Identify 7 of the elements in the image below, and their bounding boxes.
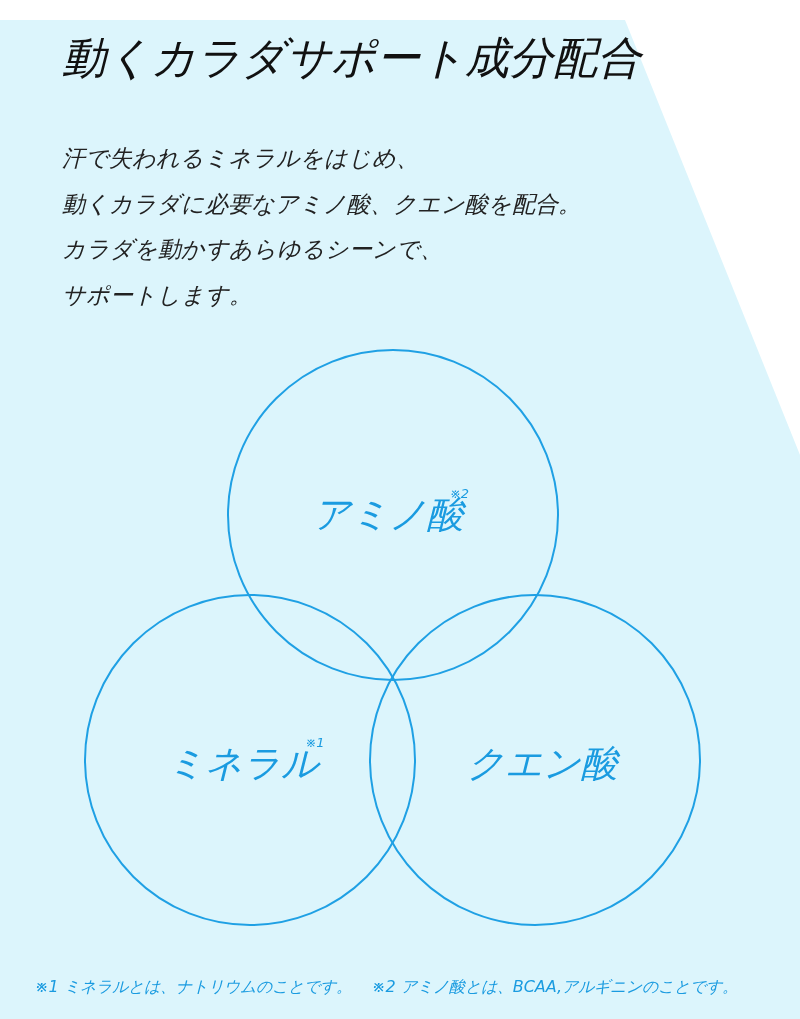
footnote: ※1 ミネラルとは、ナトリウムのことです。 <box>35 977 352 998</box>
footnote: ※2 アミノ酸とは、BCAA,アルギニンのことです。 <box>372 977 739 998</box>
venn-circle <box>84 594 416 926</box>
venn-circle <box>369 594 701 926</box>
venn-circle <box>227 349 559 681</box>
body-text: 汗で失われるミネラルをはじめ、動くカラダに必要なアミノ酸、クエン酸を配合。カラダを動かすあらゆるシーンで、サポートします。 <box>62 144 582 310</box>
circle-label: クエン酸 <box>466 740 618 785</box>
